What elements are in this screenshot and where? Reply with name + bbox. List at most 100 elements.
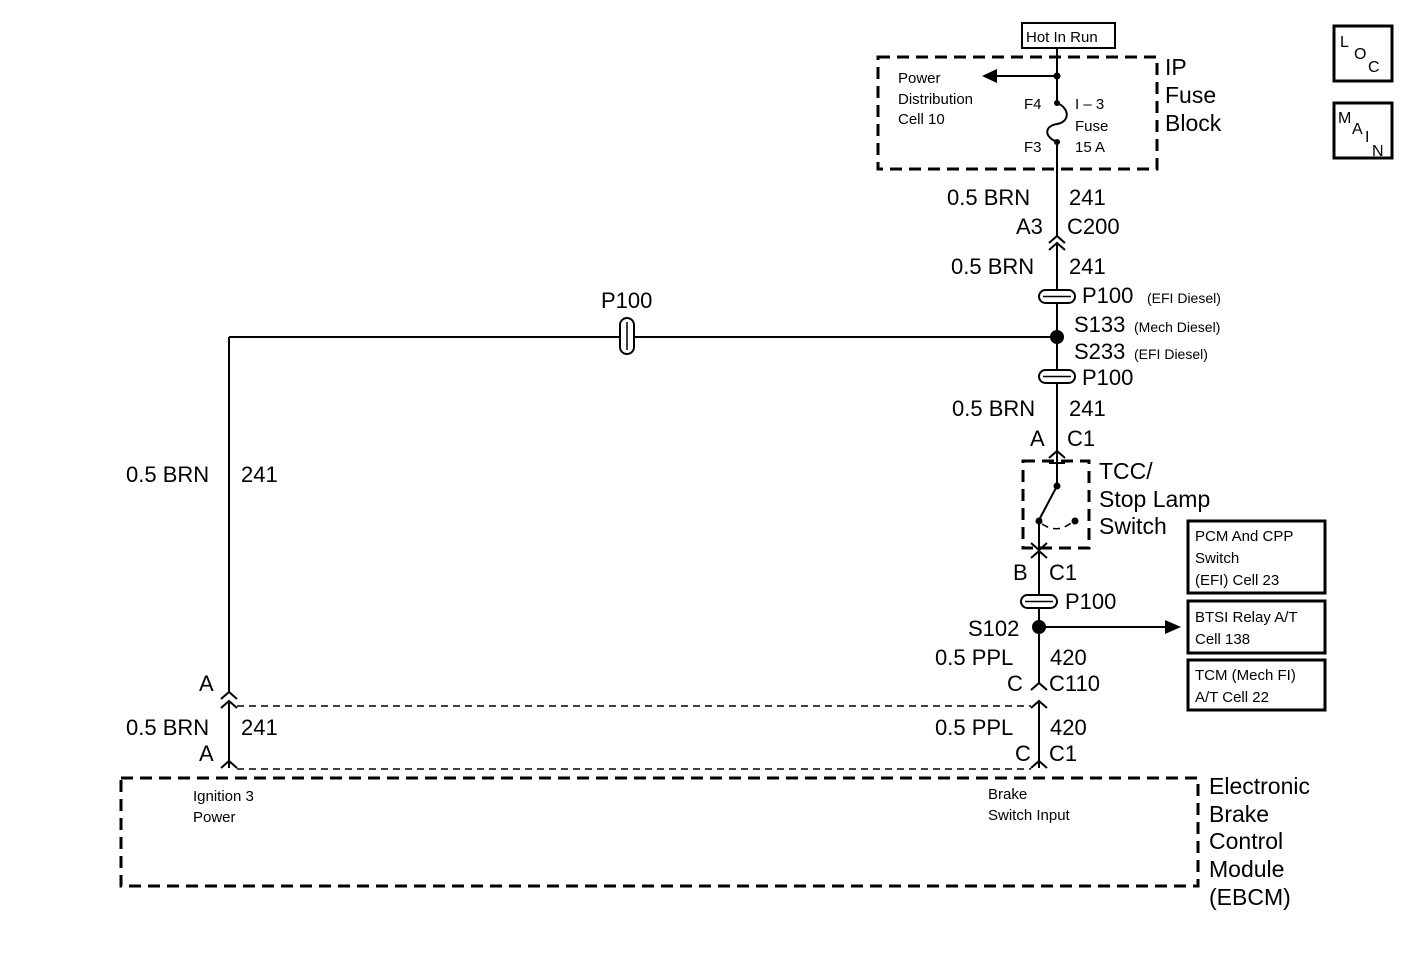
wire-c200-circuit: 241 bbox=[1069, 254, 1106, 279]
switch-label-1: TCC/ bbox=[1099, 458, 1153, 484]
switch-c1-top-name: C1 bbox=[1067, 426, 1095, 451]
c1-right-connector-icon bbox=[1030, 759, 1048, 769]
switch-c1-top-connector-icon bbox=[1048, 449, 1066, 459]
loc-letter-l: L bbox=[1340, 34, 1349, 51]
ip-fuse-block-label-3: Block bbox=[1165, 110, 1222, 136]
s102-branch-arrow-icon bbox=[1165, 620, 1181, 634]
wire-left-lower-circuit: 241 bbox=[241, 715, 278, 740]
main-letter-n: N bbox=[1372, 143, 1384, 160]
p100-top-name: P100 bbox=[1082, 283, 1133, 308]
c110-right-connector-icon bbox=[1030, 681, 1048, 691]
wire-c200-size: 0.5 BRN bbox=[951, 254, 1034, 279]
ebcm-pin-right-label-1: Brake bbox=[988, 786, 1027, 803]
wire-switch-size: 0.5 BRN bbox=[952, 396, 1035, 421]
loc-button[interactable]: L O C bbox=[1332, 24, 1394, 83]
ref-tcm-frame bbox=[1186, 658, 1327, 712]
wire-left-lower-size: 0.5 BRN bbox=[126, 715, 209, 740]
fuse-element-icon bbox=[1046, 102, 1068, 143]
ebcm-label-1: Electronic bbox=[1209, 773, 1310, 799]
wire-ppl-lower-size: 0.5 PPL bbox=[935, 715, 1013, 740]
ebcm-label-4: Module bbox=[1209, 856, 1284, 882]
fuse-label-3: 15 A bbox=[1075, 139, 1105, 156]
ebcm-label-2: Brake bbox=[1209, 801, 1269, 827]
c200-name: C200 bbox=[1067, 214, 1120, 239]
loc-letter-o: O bbox=[1354, 46, 1366, 63]
fuse-pin-f3: F3 bbox=[1024, 139, 1042, 156]
wire-switch-circuit: 241 bbox=[1069, 396, 1106, 421]
loc-letter-c: C bbox=[1368, 59, 1380, 76]
ebcm-label-3: Control bbox=[1209, 828, 1283, 854]
power-distribution-label-2: Distribution bbox=[898, 91, 973, 108]
ref-pcm-cpp[interactable]: PCM And CPP Switch (EFI) Cell 23 bbox=[1186, 519, 1327, 595]
switch-blade-icon bbox=[1038, 485, 1058, 521]
wire-left-circuit: 241 bbox=[241, 462, 278, 487]
p100-left-name: P100 bbox=[601, 288, 652, 313]
main-letter-a: A bbox=[1352, 121, 1363, 138]
ref-pcm-cpp-line2: Switch bbox=[1195, 550, 1239, 567]
p100-top-note: (EFI Diesel) bbox=[1147, 290, 1221, 306]
main-button[interactable]: M A I N bbox=[1332, 101, 1394, 160]
fuse-label-2: Fuse bbox=[1075, 118, 1108, 135]
switch-c1-bottom-pin: B bbox=[1013, 560, 1028, 585]
c200-pin: A3 bbox=[1016, 214, 1043, 239]
c110-right-name: C110 bbox=[1049, 671, 1100, 696]
fuse-pin-f4: F4 bbox=[1024, 96, 1042, 113]
switch-alt-path bbox=[1041, 522, 1072, 530]
ref-btsi-relay[interactable]: BTSI Relay A/T Cell 138 bbox=[1186, 599, 1327, 655]
wire-ppl-upper-size: 0.5 PPL bbox=[935, 645, 1013, 670]
switch-alt-contact-dot bbox=[1071, 517, 1079, 525]
ref-btsi-relay-line2: Cell 138 bbox=[1195, 631, 1250, 648]
switch-c1-bottom-name: C1 bbox=[1049, 560, 1077, 585]
ref-tcm-line2: A/T Cell 22 bbox=[1195, 689, 1269, 706]
ref-btsi-relay-frame bbox=[1186, 599, 1327, 655]
p100-low-name: P100 bbox=[1065, 589, 1116, 614]
power-distribution-label-3: Cell 10 bbox=[898, 111, 945, 128]
splice-s133: S133 bbox=[1074, 312, 1125, 337]
fuse-label-1: I – 3 bbox=[1075, 96, 1104, 113]
loc-button-frame bbox=[1332, 24, 1394, 83]
wire-ppl-upper-circuit: 420 bbox=[1050, 645, 1087, 670]
wire-upper-size: 0.5 BRN bbox=[947, 185, 1030, 210]
ip-fuse-block-label-2: Fuse bbox=[1165, 82, 1216, 108]
wire-left-size: 0.5 BRN bbox=[126, 462, 209, 487]
hot-in-run-box bbox=[1021, 22, 1116, 49]
c1-left-pin: A bbox=[199, 741, 214, 766]
c110-left-pin: A bbox=[199, 671, 214, 696]
ebcm-label-5: (EBCM) bbox=[1209, 884, 1291, 910]
splice-s233-note: (EFI Diesel) bbox=[1134, 346, 1208, 362]
c110-right-pin: C bbox=[1007, 671, 1023, 696]
ref-pcm-cpp-frame bbox=[1186, 519, 1327, 595]
c110-left-connector-icon bbox=[220, 690, 238, 700]
power-distribution-arrow-icon bbox=[982, 69, 997, 83]
ebcm-outline bbox=[119, 776, 1200, 888]
main-button-frame bbox=[1332, 101, 1394, 160]
main-letter-i: I bbox=[1365, 129, 1369, 146]
ebcm-pin-right-label-2: Switch Input bbox=[988, 807, 1071, 824]
wire-ppl-lower-circuit: 420 bbox=[1050, 715, 1087, 740]
ref-tcm-line1: TCM (Mech FI) bbox=[1195, 667, 1296, 684]
ref-pcm-cpp-line1: PCM And CPP bbox=[1195, 528, 1293, 545]
ebcm-pin-left-label-1: Ignition 3 bbox=[193, 788, 254, 805]
ref-pcm-cpp-line3: (EFI) Cell 23 bbox=[1195, 572, 1279, 589]
c1-left-connector-icon bbox=[220, 759, 238, 769]
switch-label-3: Switch bbox=[1099, 513, 1167, 539]
c1-right-pin: C bbox=[1015, 741, 1031, 766]
power-distribution-label-1: Power bbox=[898, 70, 941, 87]
c200-connector-icon bbox=[1048, 234, 1066, 244]
splice-s102: S102 bbox=[968, 616, 1019, 641]
ref-btsi-relay-line1: BTSI Relay A/T bbox=[1195, 609, 1298, 626]
ebcm-pin-left-label-2: Power bbox=[193, 809, 236, 826]
switch-c1-top-pin: A bbox=[1030, 426, 1045, 451]
ref-tcm[interactable]: TCM (Mech FI) A/T Cell 22 bbox=[1186, 658, 1327, 712]
hot-in-run-label: Hot In Run bbox=[1026, 29, 1098, 46]
ip-fuse-block-outline bbox=[876, 55, 1159, 171]
ip-fuse-block-label-1: IP bbox=[1165, 54, 1187, 80]
p100-mid-name: P100 bbox=[1082, 365, 1133, 390]
wire-upper-circuit: 241 bbox=[1069, 185, 1106, 210]
splice-s233: S233 bbox=[1074, 339, 1125, 364]
switch-label-2: Stop Lamp bbox=[1099, 486, 1210, 512]
splice-s133-note: (Mech Diesel) bbox=[1134, 319, 1220, 335]
main-letter-m: M bbox=[1338, 110, 1351, 127]
c1-right-name: C1 bbox=[1049, 741, 1077, 766]
